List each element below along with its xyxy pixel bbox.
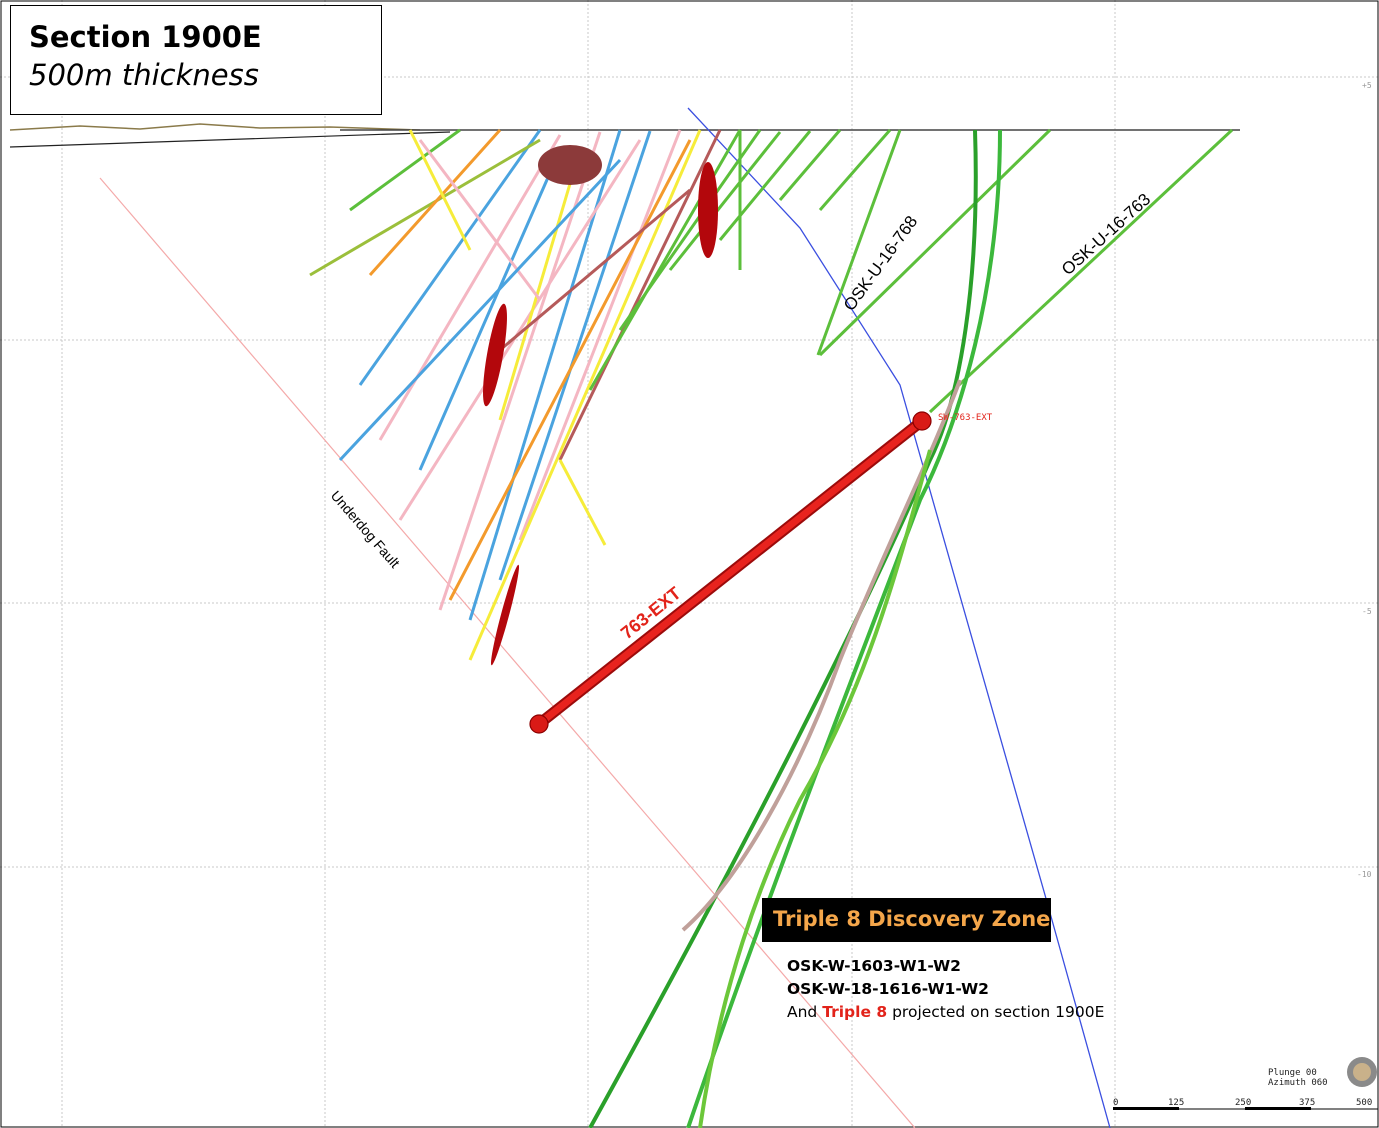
hole-list-item: OSK-W-18-1616-W1-W2 — [787, 980, 989, 998]
view-orientation: Plunge 00 Azimuth 060 — [1268, 1068, 1328, 1088]
hole-list-item: OSK-W-1603-W1-W2 — [787, 957, 961, 975]
hole-list: OSK-W-1603-W1-W2 OSK-W-18-1616-W1-W2 And… — [787, 955, 1104, 1024]
section-title: Section 1900E — [29, 20, 262, 54]
plunge-readout: Plunge 00 — [1268, 1068, 1317, 1078]
fault-label: Underdog Fault — [328, 487, 403, 570]
discovery-zone-label: Triple 8 Discovery Zone — [773, 907, 1051, 931]
collar-label: SW-763-EXT — [938, 413, 993, 423]
drill-hole-osk-u-16-763 — [928, 128, 1234, 414]
azimuth-readout: Azimuth 060 — [1268, 1078, 1328, 1088]
planned-hole-end-marker — [529, 714, 549, 734]
elevation-label: -5 — [1362, 607, 1372, 616]
planned-hole-collar-marker — [912, 411, 932, 431]
drill-hole-osk-u-16-768 — [818, 128, 1052, 357]
section-title-box: Section 1900E 500m thickness — [10, 5, 382, 115]
scale-tick-label: 500 — [1356, 1098, 1373, 1108]
ore-bodies — [483, 145, 718, 666]
scale-bar — [1113, 1107, 1378, 1110]
elevation-label: +5 — [1362, 81, 1372, 90]
projection-note: And Triple 8 projected on section 1900E — [787, 1003, 1105, 1021]
section-thickness: 500m thickness — [29, 58, 259, 92]
scale-tick-label: 0 — [1113, 1098, 1119, 1108]
hole-label-osk-u-16-763: OSK-U-16-763 — [1058, 190, 1154, 279]
scale-tick-label: 250 — [1235, 1098, 1252, 1108]
drill-hole-fan — [309, 128, 902, 661]
underdog-fault-line — [99, 177, 916, 1128]
scale-tick-label: 375 — [1299, 1098, 1316, 1108]
elevation-label: -10 — [1357, 870, 1372, 879]
scale-tick-label: 125 — [1168, 1098, 1185, 1108]
topography — [9, 123, 1240, 148]
discovery-zone-banner: Triple 8 Discovery Zone — [762, 898, 1051, 942]
